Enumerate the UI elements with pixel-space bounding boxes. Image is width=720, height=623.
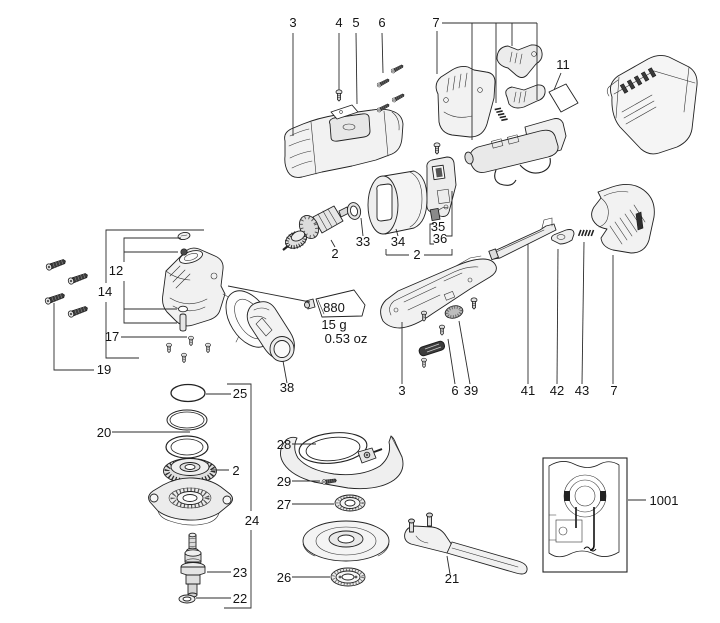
part-label-29: 29: [277, 474, 291, 489]
trigger-spring-part: [491, 104, 511, 124]
part-label-28: 28: [277, 437, 291, 452]
part-label-23: 23: [233, 565, 247, 580]
part-label-14: 14: [98, 284, 112, 299]
info-plate-part: [330, 104, 359, 120]
part-label-41: 41: [521, 383, 535, 398]
part-label-6-bottom: 6: [451, 383, 458, 398]
bearing-rings-part: [165, 409, 209, 459]
part-label-27: 27: [277, 497, 291, 512]
part-label-12: 12: [109, 263, 123, 278]
wiring-inset: [542, 457, 628, 573]
part-label-22: 22: [233, 591, 247, 606]
grinding-disc-part: [302, 520, 390, 562]
callout-labels: 3 4 5 6 7 11 12 14 17 19 2 33 34 35 36 2…: [97, 15, 679, 606]
part-label-11: 11: [556, 57, 570, 72]
part-label-4: 4: [335, 15, 342, 30]
grease-weight-ounces: 0.53 oz: [325, 331, 368, 346]
part-label-20: 20: [97, 425, 111, 440]
part-label-5: 5: [352, 15, 359, 30]
part-label-3-top: 3: [289, 15, 296, 30]
spindle-part: [180, 532, 206, 598]
spindle-lock-parts: [177, 231, 191, 332]
carbon-brush-part: [429, 204, 449, 222]
part-label-24: 24: [245, 513, 259, 528]
battery-pack-part: [606, 54, 698, 155]
part-label-43: 43: [575, 383, 589, 398]
part-label-2-armature: 2: [331, 246, 338, 261]
latch-clip-part: [551, 229, 575, 245]
gear-case-screws-part: [166, 335, 211, 363]
clamp-nut-part: [330, 567, 366, 587]
part-label-7-handle: 7: [610, 383, 617, 398]
part-label-17: 17: [105, 329, 119, 344]
bearing-flange-part: [148, 477, 233, 526]
pin-wrench-part: [404, 512, 528, 575]
housing-screws-top-part: [376, 63, 406, 113]
rear-handle-part: [591, 183, 655, 254]
part-label-3-housing: 3: [398, 383, 405, 398]
wheel-guard-part: [280, 432, 404, 490]
part-label-39: 39: [464, 383, 478, 398]
crown-gear-part: [163, 458, 217, 484]
part-label-42: 42: [550, 383, 564, 398]
part-label-19: 19: [97, 362, 111, 377]
part-label-7-top: 7: [432, 15, 439, 30]
grease-tube-marking: 880: [323, 300, 345, 315]
grease-weight-grams: 15 g: [321, 317, 346, 332]
lock-bar-part: [488, 217, 557, 261]
long-screws-part: [43, 257, 90, 319]
inner-flange-part: [334, 494, 366, 512]
armature-part: [282, 205, 358, 251]
motor-bracket-part: [433, 65, 496, 155]
part-label-34: 34: [391, 234, 405, 249]
slide-switch-part: [418, 340, 446, 368]
part-label-35: 35: [431, 219, 445, 234]
part-label-6-top: 6: [378, 15, 385, 30]
part-label-1001: 1001: [650, 493, 679, 508]
switch-assembly-part: [464, 118, 567, 186]
type-label-part: [548, 83, 579, 113]
washer-part: [178, 594, 196, 604]
part-label-21: 21: [445, 571, 459, 586]
switch-cap-part: [444, 305, 464, 319]
part-label-25: 25: [233, 386, 247, 401]
part-label-36: 36: [433, 231, 447, 246]
trigger-lever-parts: [496, 44, 546, 109]
part-label-2-gear: 2: [232, 463, 239, 478]
part-label-33: 33: [356, 234, 370, 249]
top-cover-part: [284, 108, 404, 178]
bearing-ring-part: [346, 202, 362, 220]
lower-housing-part: [380, 247, 507, 329]
part-label-26: 26: [277, 570, 291, 585]
brush-holder-part: [426, 156, 457, 217]
gear-housing-part: [162, 247, 242, 343]
oring-part: [170, 383, 206, 403]
part-label-2-motor: 2: [413, 247, 420, 262]
side-handle-part: [225, 290, 295, 362]
leader-lines: [53, 22, 646, 609]
cover-screw-part: [335, 89, 343, 102]
part-label-38: 38: [280, 380, 294, 395]
stator-part: [367, 170, 428, 235]
handle-spring-part: [576, 225, 596, 241]
